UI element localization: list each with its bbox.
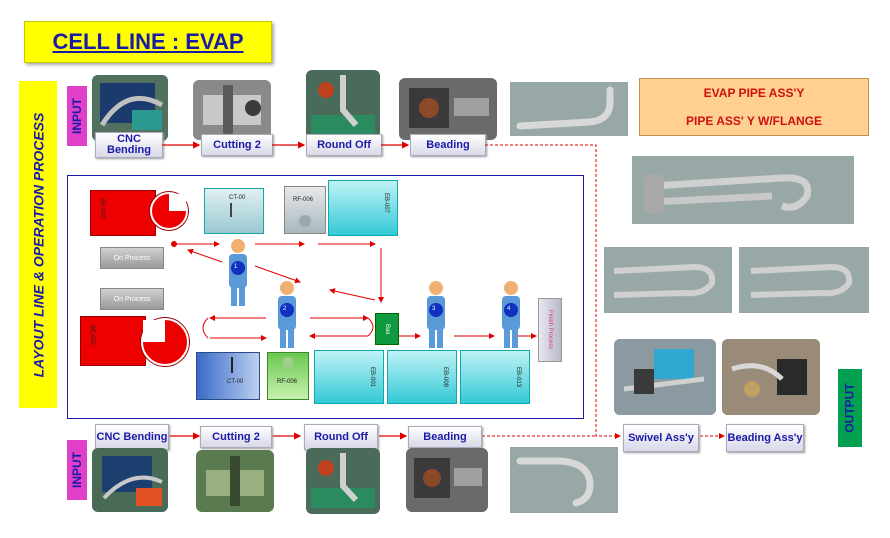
machine-ct-bottom: CT-00 — [196, 352, 260, 400]
pipe-variant-photo-1 — [604, 247, 732, 313]
layout-panel — [67, 175, 584, 419]
green-station: Bas — [375, 313, 399, 345]
bottom-pipe-photo — [510, 447, 618, 513]
cutting-photo-bottom — [196, 450, 274, 512]
machine-eb-bottom-1: EB-001 — [314, 350, 384, 404]
process-label-swivel-assy: Swivel Ass'y — [623, 424, 699, 452]
pipe-variant-photo-2 — [739, 247, 869, 313]
cnc-bending-photo-top — [92, 75, 168, 141]
on-process-box-1: On Process — [100, 247, 164, 269]
operator-4: 4 — [496, 280, 526, 350]
cutting-photo-top — [193, 80, 271, 140]
machine-rf-top: RF-006 — [284, 186, 326, 234]
side-label: LAYOUT LINE & OPERATION PROCESS — [19, 81, 57, 408]
product-info-box: EVAP PIPE ASS'Y PIPE ASS' Y W/FLANGE — [639, 78, 869, 136]
bending-2-arm — [141, 318, 189, 366]
bending-1-arm — [150, 192, 188, 230]
operator-2: 2 — [272, 280, 302, 350]
operator-3: 3 — [421, 280, 451, 350]
input-tag-top: INPUT — [67, 86, 87, 146]
process-label-cutting-bottom: Cutting 2 — [200, 426, 272, 448]
on-process-box-2: On Process — [100, 288, 164, 310]
process-label-round-off-top: Round Off — [306, 134, 382, 156]
output-tag: OUTPUT — [838, 369, 862, 447]
machine-bending-2: BE-002 — [80, 316, 146, 366]
input-tag-bottom: INPUT — [67, 440, 87, 500]
round-off-photo-top — [306, 70, 380, 142]
evap-pipe-photo — [510, 82, 628, 136]
process-label-beading-bottom: Beading — [408, 426, 482, 448]
operator-1: 1 — [223, 238, 253, 308]
round-off-photo-bottom — [306, 448, 380, 514]
pipe-flange-photo — [632, 156, 854, 224]
machine-bending-1: BE-001 — [90, 190, 156, 236]
machine-ct-top: CT-00 — [204, 188, 264, 234]
page-title: CELL LINE : EVAP — [24, 21, 272, 63]
process-label-beading-assy: Beading Ass'y — [726, 424, 804, 452]
beading-photo-top — [399, 78, 497, 140]
process-label-cnc-bending-bottom: CNC Bending — [95, 424, 169, 450]
process-label-cnc-bending-top: CNC Bending — [95, 132, 163, 158]
beading-assy-photo — [722, 339, 820, 415]
machine-rf-bottom: RF-006 — [267, 352, 309, 400]
process-label-round-off-bottom: Round Off — [304, 424, 378, 450]
machine-eb-top: EB-007 — [328, 180, 398, 236]
beading-photo-bottom — [406, 448, 488, 512]
finish-process-box: Finish Process — [538, 298, 562, 362]
swivel-assy-photo — [614, 339, 716, 415]
cnc-bending-photo-bottom — [92, 448, 168, 512]
machine-eb-bottom-3: EB-013 — [460, 350, 530, 404]
machine-eb-bottom-2: EB-009 — [387, 350, 457, 404]
